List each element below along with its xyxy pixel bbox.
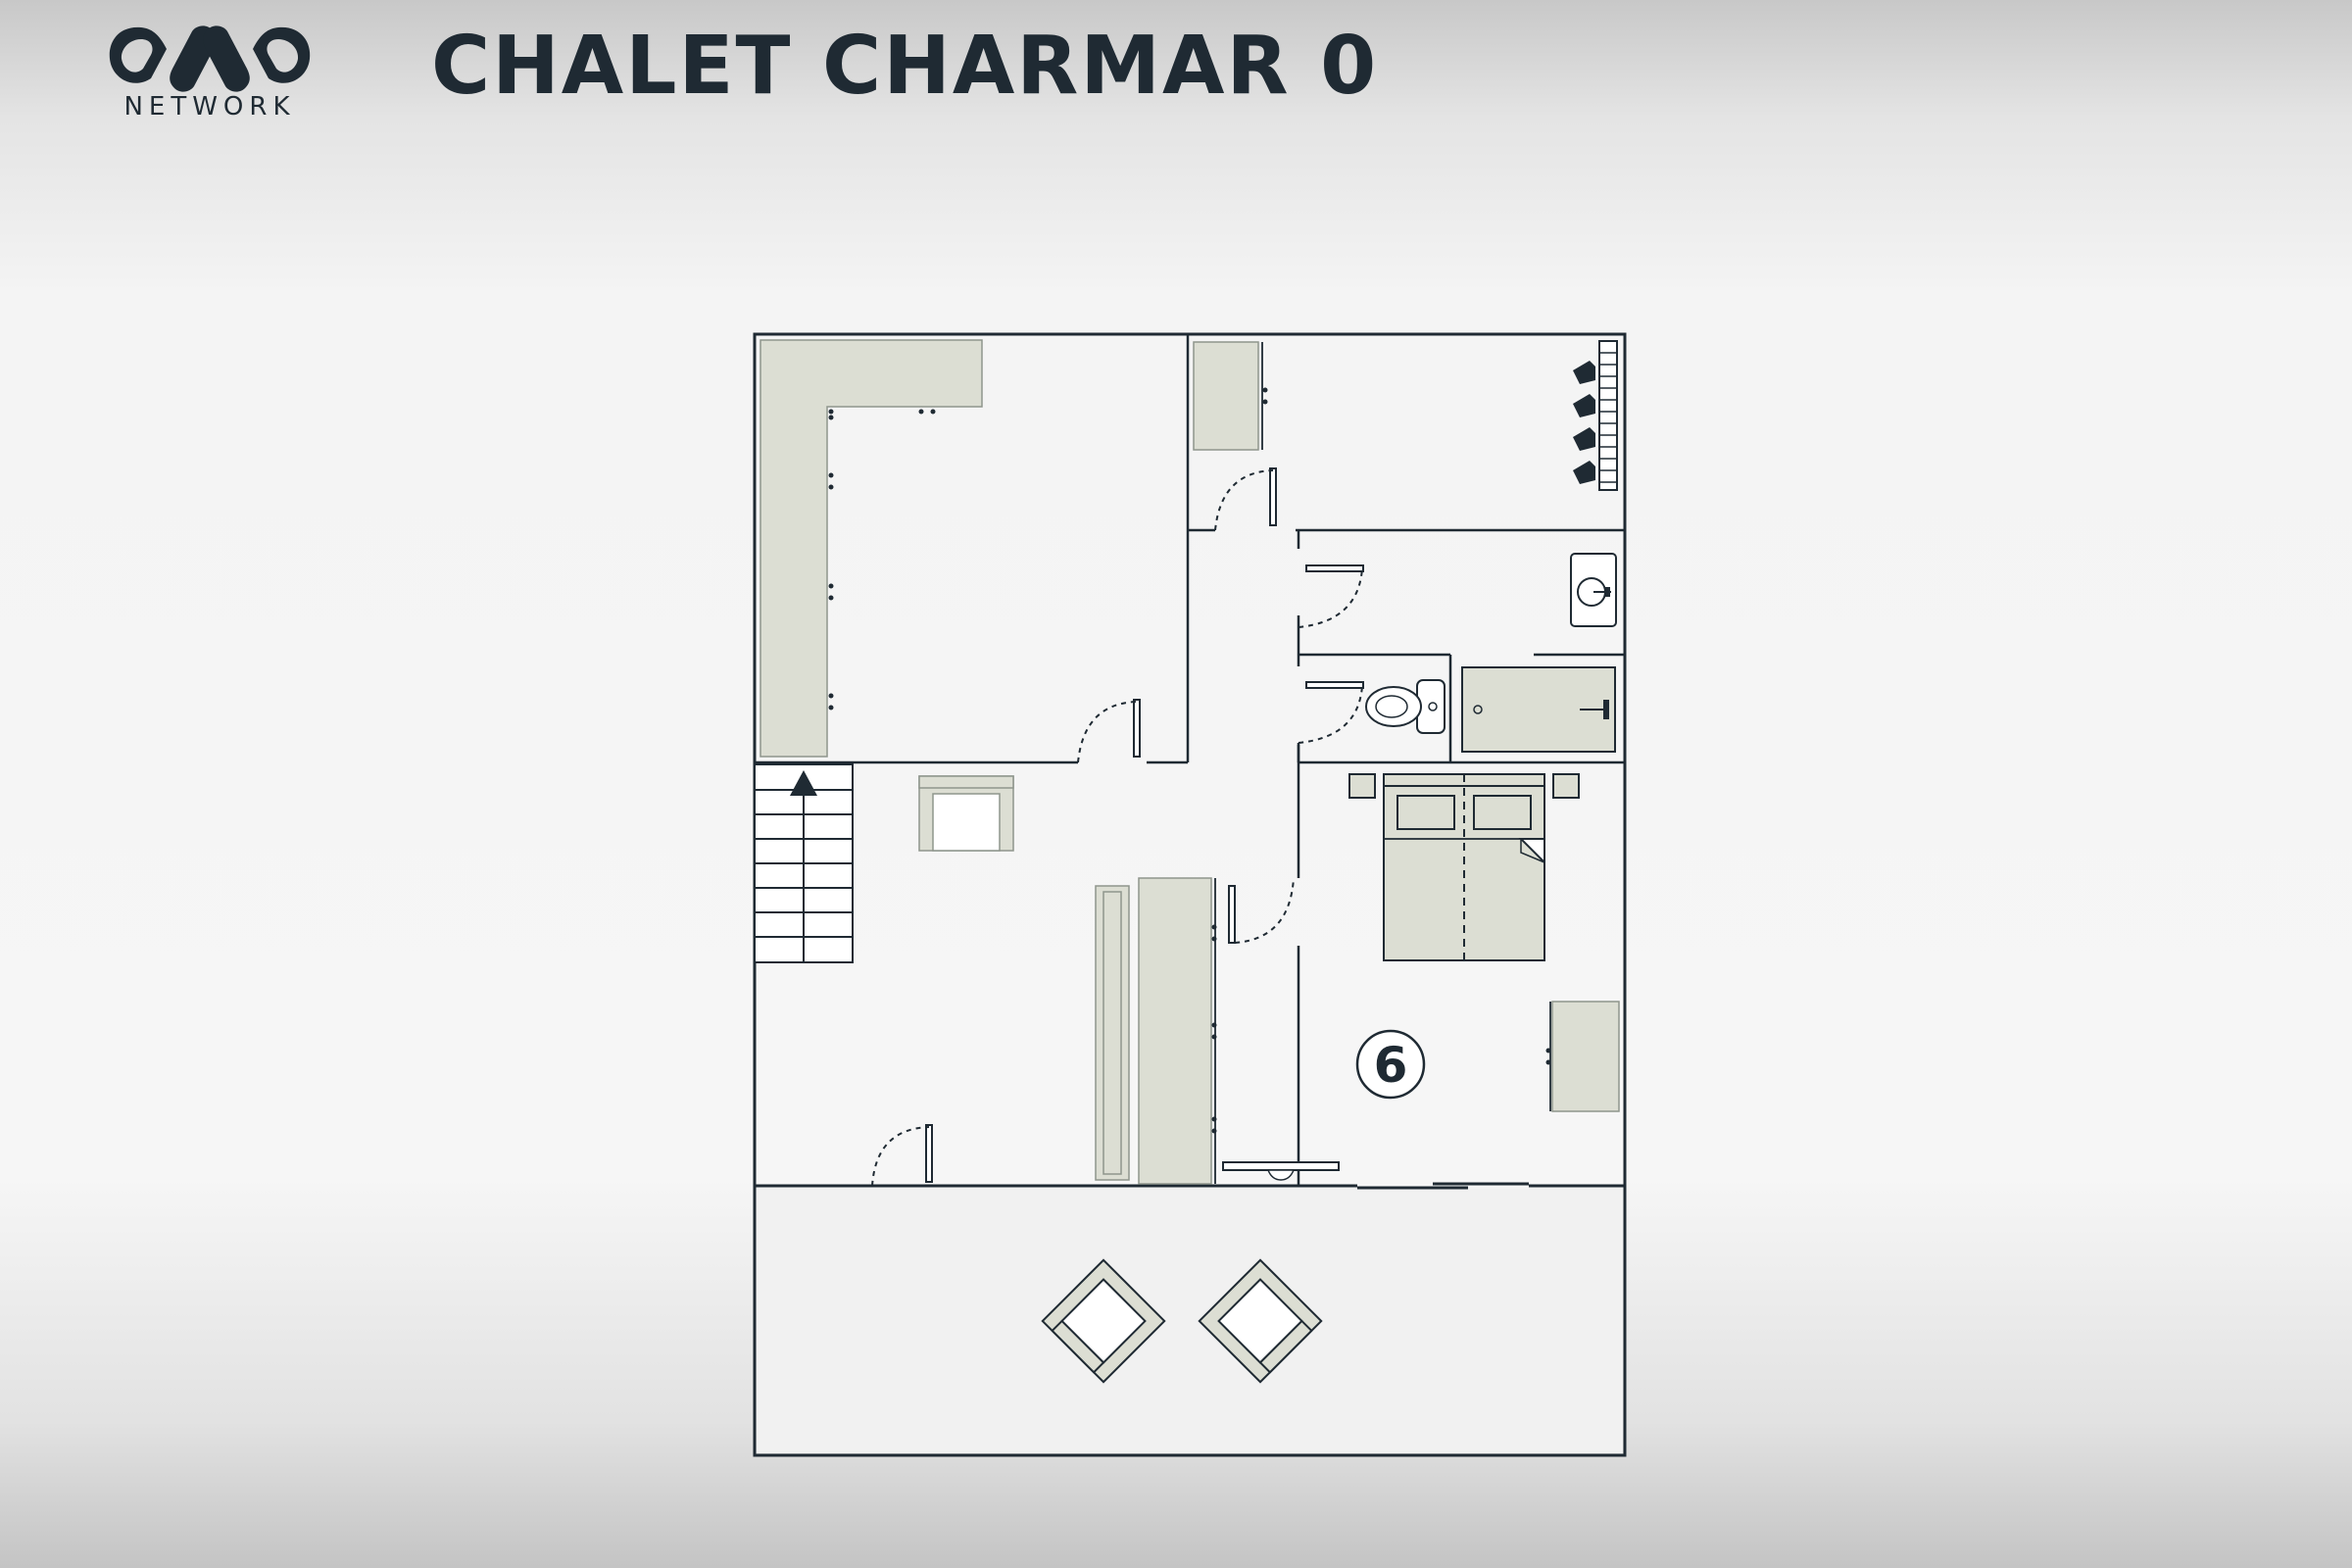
room-badge: 6 [1355,1029,1426,1100]
ski-boot-rack-icon [1573,340,1618,491]
terrace-chair-right [1198,1258,1323,1384]
terrace-chair-left [1041,1258,1166,1384]
armchair [918,775,1014,852]
ovo-logo-icon [109,25,311,92]
entry-cabinet [1193,341,1268,451]
tv-icon [1222,1161,1340,1181]
toilet-icon [1365,679,1446,734]
sideboard [1095,885,1130,1181]
room-number: 6 [1374,1037,1408,1094]
interior-walls [755,334,1625,1186]
brand-name: NETWORK [123,92,296,122]
bedroom-wardrobe [1138,877,1217,1185]
outer-walls [753,332,1627,1457]
sink-icon [1570,553,1617,627]
kitchen-counter [760,339,983,758]
bathtub-icon [1461,666,1616,753]
arrow-up-icon [790,770,817,796]
stairs [754,763,854,963]
bedroom-cabinet [1545,1001,1620,1112]
doors [871,467,1529,1190]
page-title: CHALET CHARMAR 0 [431,20,1379,113]
double-bed [1348,773,1580,961]
